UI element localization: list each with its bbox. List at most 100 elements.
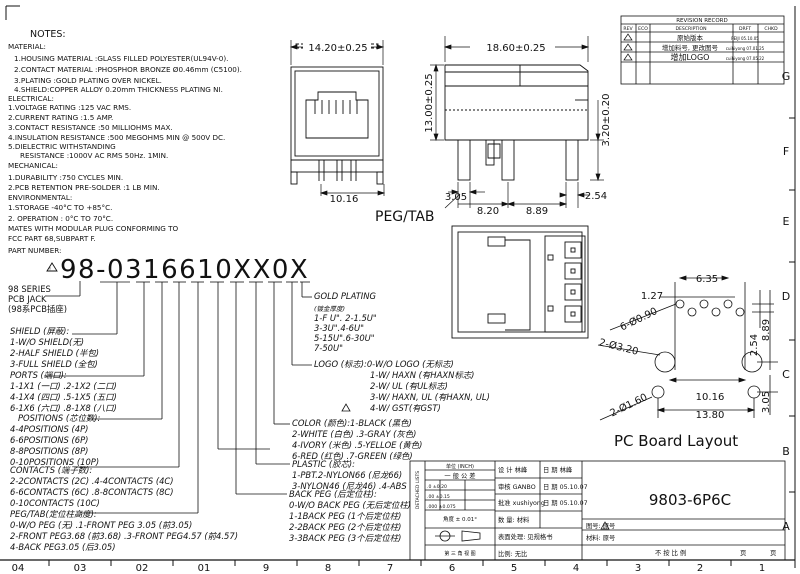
notes-line: PART NUMBER:: [8, 246, 61, 255]
tree-shield: SHIELD (屏蔽):: [10, 326, 69, 336]
notes-line: 2.CURRENT RATING :1.5 AMP.: [8, 113, 113, 122]
tb-review: 审核 GANBO: [498, 482, 536, 491]
title-block-text: 单位 (INCH) 一 般 公 差 .0 ±0.20 .00 ±0.15 .00…: [415, 463, 776, 558]
revision-row-drft: cuihiyong 07.05.22: [726, 56, 765, 61]
front-dimensions: [289, 40, 386, 196]
grid-right-labels: G F E D C B A: [782, 70, 791, 533]
tb-design: 设 计 林峰: [498, 465, 528, 474]
tree-shield: 3-FULL SHIELD (全包): [10, 359, 98, 369]
tree-pegtab: 4-BACK PEG3.05 (后3.05): [10, 542, 116, 552]
tree-shield: 2-HALF SHIELD (半包): [10, 348, 99, 358]
notes-line: 1.VOLTAGE RATING :125 VAC RMS.: [8, 103, 131, 112]
part-tree-leaders: [44, 281, 312, 514]
tree-shield: 1-W/O SHIELD(无): [10, 337, 84, 347]
tree-gold: 5-15U".6-30U": [314, 333, 375, 343]
tb-page2: 页: [770, 549, 776, 557]
notes-line: MATERIAL:: [8, 42, 46, 51]
grid-right-ticks: [789, 117, 795, 493]
dim-side-height: 13.00±0.25: [424, 73, 435, 132]
dim-pcb-127: 1.27: [641, 291, 663, 302]
tree-logo: 2-W/ UL (有UL标志): [370, 381, 448, 391]
revision-row-desc: 增加料号, 更改图号: [662, 43, 719, 52]
grid-bottom-ticks: [48, 560, 732, 566]
grid-bottom-labels: 04 03 02 01 9 8 7 6 5 4 3 2 1: [12, 563, 766, 574]
tb-unit: 单位 (INCH): [446, 463, 474, 470]
tree-series: PCB JACK: [8, 294, 47, 304]
part-number: 98-0316610XX0X: [60, 255, 309, 285]
tree-ports: 6-1X6 (六口) .8-1X8 (八口): [10, 403, 117, 413]
grid-label: 02: [136, 563, 149, 574]
peg-leader: [444, 193, 461, 209]
notes-line: FCC PART 68,SUBPART F.: [8, 234, 96, 243]
notes-line: 1.HOUSING MATERIAL :GLASS FILLED POLYEST…: [14, 54, 228, 63]
tree-gold: 3-3U".4-6U": [314, 323, 364, 333]
grid-label: D: [782, 290, 790, 303]
dim-peg-820: 8.20: [477, 206, 499, 217]
tree-color: 6-RED (红色) .7-GREEN (绿色): [292, 451, 413, 461]
part-number-group: ! 98-0316610XX0X: [46, 255, 309, 285]
grid-label: 4: [573, 563, 579, 574]
tb-projection: 第 三 角 视 图: [444, 550, 475, 557]
tree-back-peg: 2-2BACK PEG (2个后定位柱): [289, 522, 401, 532]
dim-front-bottom: 10.16: [330, 194, 359, 205]
revision-table: [620, 15, 785, 85]
grid-label: 6: [449, 563, 455, 574]
grid-label: C: [782, 368, 790, 381]
tree-ports: 4-1X4 (四口) .5-1X5 (五口): [10, 392, 117, 402]
tree-contacts: 0-10CONTACTS (10C): [10, 498, 100, 508]
grid-label: 5: [511, 563, 517, 574]
tree-positions: 4-4POSITIONS (4P): [10, 424, 88, 434]
tb-scale: 比例: 无比: [498, 549, 527, 558]
dim-front-width: 14.20±0.25: [308, 43, 367, 54]
revision-row-desc: 增加LOGO: [671, 52, 710, 62]
grid-label: F: [783, 145, 789, 158]
notes-line: 2.PCB RETENTION PRE-SOLDER :1 LB MIN.: [8, 183, 160, 192]
notes-line: 2. OPERATION : 0°C TO 70°C.: [8, 214, 113, 223]
revision-row-desc: 原始版本: [677, 33, 704, 42]
tb-tol-row: .0 ±0.20: [427, 484, 447, 490]
grid-label: 8: [325, 563, 331, 574]
pcb-layout-title: PC Board Layout: [614, 432, 738, 450]
dim-pcb-hole2b: 2-Ø1.60: [608, 391, 649, 419]
tree-plastic: 3-NYLON46 (尼龙46) .4-ABS: [292, 481, 407, 491]
tree-positions: 6-6POSITIONS (6P): [10, 435, 88, 445]
tree-ports: 1-1X1 (一口) .2-1X2 (二口): [10, 381, 117, 391]
revision-table-text: REVISION RECORD REV ECO DESCRIPTION DRFT…: [623, 18, 778, 62]
tree-positions: 8-8POSITIONS (8P): [10, 446, 88, 456]
tree-contacts: 6-6CONTACTS (6C) .8-8CONTACTS (8C): [10, 487, 174, 497]
notes-block: NOTES: MATERIAL: 1.HOUSING MATERIAL :GLA…: [8, 29, 242, 255]
warning-mark-icon: !: [49, 267, 51, 273]
dim-pcb-635: 6.35: [696, 274, 718, 285]
dim-peg-254: 2.54: [585, 191, 607, 202]
revision-triangle-icon: [623, 53, 633, 61]
tb-material: 材料: 原号: [586, 533, 615, 542]
revision-triangles: [623, 33, 633, 61]
notes-line: MATES WITH MODULAR PLUG CONFORMING TO: [8, 224, 179, 233]
tree-logo: 1-W/ HAXN (有HAXN标志): [370, 370, 474, 380]
tb-design-date: 日 期 林峰: [543, 465, 573, 474]
tree-color: 2-WHITE (白色) .3-GRAY (灰色): [292, 429, 416, 439]
tree-back-peg: 0-W/O BACK PEG (无后定位柱): [289, 500, 411, 510]
revision-title: REVISION RECORD: [676, 18, 728, 24]
notes-title: NOTES:: [30, 29, 66, 40]
pcb-layout: [597, 275, 778, 421]
tree-gold: GOLD PLATING: [314, 291, 377, 301]
revision-row-drft: cuihiyong 07.01.25: [726, 46, 765, 51]
warning-triangle-icon: [46, 262, 58, 272]
tb-tol-row: .000 ±0.075: [427, 504, 456, 510]
grid-label: 04: [12, 563, 25, 574]
dim-side-length: 18.60±0.25: [486, 43, 545, 54]
tree-pegtab: PEG/TAB(定位柱高度):: [10, 509, 97, 519]
tree-gold: (镀金厚度): [314, 305, 345, 313]
revision-header: DESCRIPTION: [675, 26, 706, 32]
tb-approve: 批准 xushiyong: [498, 498, 545, 507]
tb-qty: 数 量: 材料: [498, 515, 530, 524]
peg-tab-label: PEG/TAB: [375, 209, 435, 225]
logo-warning-mark: [341, 403, 351, 412]
grid-label: 01: [198, 563, 211, 574]
dim-pcb-254: 2.54: [749, 334, 760, 356]
notes-line: ENVIRONMENTAL:: [8, 193, 72, 202]
bottom-view: [451, 225, 589, 339]
tree-logo: 3-W/ HAXN, UL (有HAXN, UL): [370, 392, 490, 402]
tree-color: COLOR (颜色):1-BLACK (黑色): [292, 418, 412, 428]
